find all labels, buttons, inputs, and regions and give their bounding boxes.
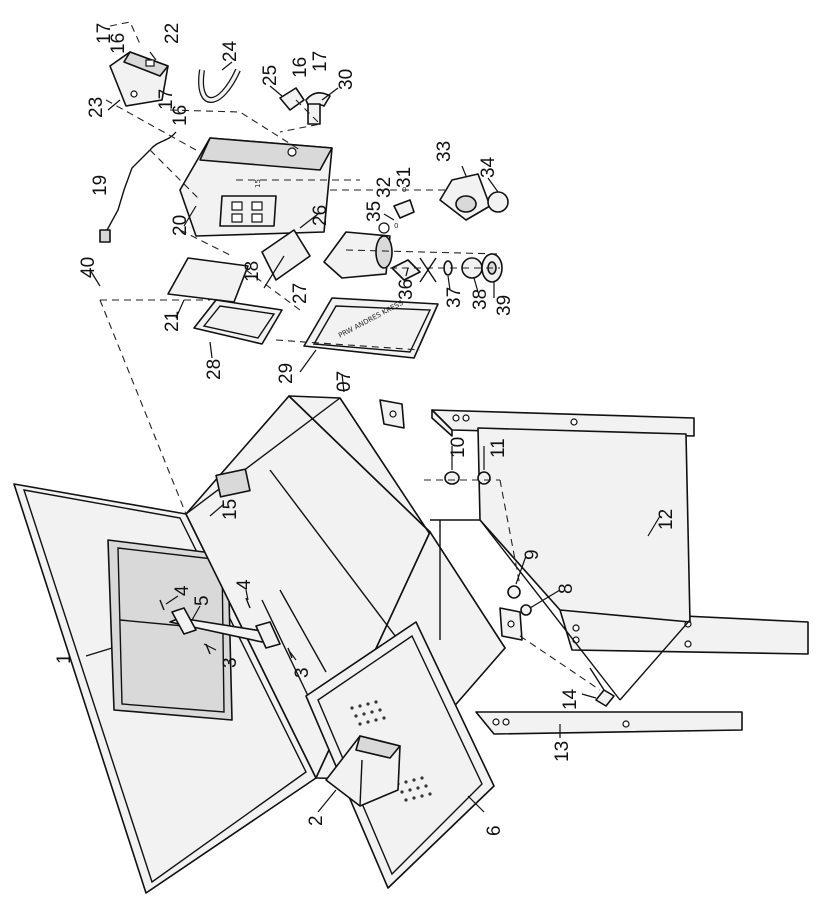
callout-14: 14 (560, 688, 581, 710)
callout-34: 34 (478, 156, 499, 178)
callout-12: 12 (656, 509, 677, 530)
power-cord (99, 131, 177, 243)
callout-3b: 3 (292, 667, 313, 678)
callout-21: 21 (162, 311, 183, 332)
collection-bin (325, 735, 401, 807)
callout-9: 9 (522, 549, 543, 560)
callout-18: 18 (242, 261, 263, 282)
callout-07: 07 (334, 371, 355, 392)
callout-27: 27 (290, 283, 311, 304)
assembly-guides (99, 21, 601, 691)
callout-10: 10 (448, 437, 469, 458)
top-cover (109, 51, 169, 107)
callout-35: 35 (364, 201, 385, 222)
motor (323, 222, 393, 279)
elbow-fittings (279, 87, 331, 125)
callout-15b: 15 (254, 179, 262, 188)
hardware (444, 471, 615, 707)
callout-8: 8 (556, 583, 577, 594)
callout-17c: 17 (310, 51, 331, 72)
callout-17b: 17 (156, 89, 177, 110)
lid-panel (13, 483, 317, 894)
callout-1: 1 (54, 653, 75, 664)
callout-25: 25 (260, 65, 281, 86)
hose (198, 68, 241, 103)
callout-22: 22 (162, 23, 183, 44)
callout-17a: 17 (94, 23, 115, 44)
callout-6: 6 (484, 825, 505, 836)
callout-13: 13 (552, 741, 573, 762)
callout-39: 39 (494, 295, 515, 316)
callout-20: 20 (170, 215, 191, 236)
switch-plate (261, 229, 311, 281)
callout-15a: 15 (220, 499, 241, 520)
stand-frame (430, 409, 809, 735)
gasket-plate (167, 257, 249, 303)
control-box (179, 137, 333, 237)
callout-5: 5 (192, 595, 213, 606)
callout-4a: 4 (172, 585, 193, 596)
callout-4b: 4 (234, 579, 255, 590)
handle-assembly (159, 597, 293, 659)
callout-24: 24 (220, 40, 241, 62)
callout-32: 32 (374, 177, 395, 198)
callout-30: 30 (336, 69, 357, 90)
callout-16a: 16 (108, 33, 129, 54)
callout-38: 38 (470, 289, 491, 310)
callout-11: 11 (488, 438, 509, 458)
callout-3a: 3 (220, 657, 241, 668)
callout-26: 26 (310, 205, 331, 226)
callout-33: 33 (434, 141, 455, 162)
callout-23: 23 (86, 97, 107, 118)
nameplate-panel: PRW ANDRES KRESS (303, 297, 439, 359)
gear-mark-b: 0 (394, 222, 398, 230)
callout-labels: 1 2 3 3 4 4 5 6 07 8 9 10 11 12 13 14 15… (54, 23, 677, 836)
callout-29: 29 (276, 363, 297, 384)
filter-panel (193, 299, 283, 345)
callout-16c: 16 (290, 57, 311, 78)
callout-16b: 16 (170, 105, 191, 126)
callout-40: 40 (78, 257, 99, 278)
callout-36: 36 (396, 279, 417, 300)
leader-lines (85, 51, 661, 813)
callout-19: 19 (90, 175, 111, 196)
perforation-pattern (350, 700, 432, 802)
callout-37: 37 (444, 287, 465, 308)
fan-housing: 0 0 (393, 173, 509, 230)
callout-31: 31 (394, 167, 415, 188)
callout-28: 28 (204, 359, 225, 380)
callout-2: 2 (306, 815, 327, 826)
